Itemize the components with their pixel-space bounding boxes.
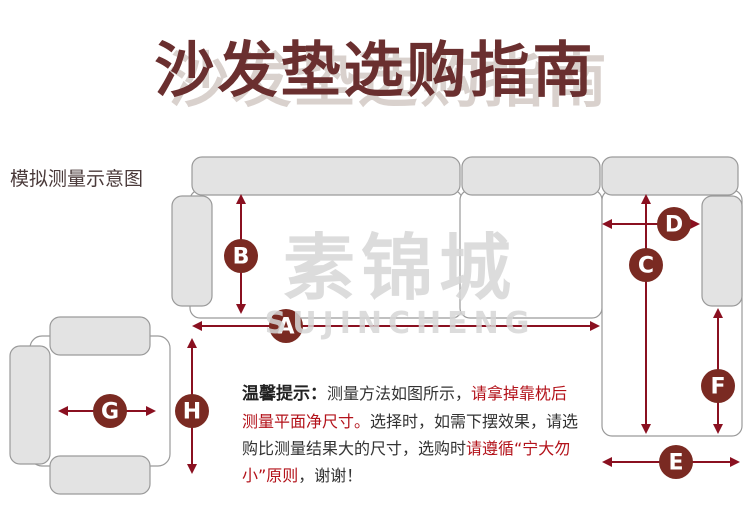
marker-d: D bbox=[657, 207, 691, 241]
marker-h: H bbox=[175, 394, 209, 428]
measurement-tip: 温馨提示：测量方法如图所示，请拿掉靠枕后测量平面净尺寸。选择时，如需下摆效果，请… bbox=[242, 380, 582, 489]
arrow-a bbox=[192, 321, 600, 331]
marker-b-label: B bbox=[233, 245, 250, 270]
tip-text-4-highlight: 请遵循“宁大勿小”原则 bbox=[242, 439, 571, 485]
marker-g: G bbox=[93, 394, 127, 428]
seat-middle bbox=[459, 189, 603, 319]
tip-text-5: ，谢谢！ bbox=[298, 466, 363, 485]
marker-f: F bbox=[701, 369, 735, 403]
page-title-shadow: 沙发垫选购指南 bbox=[168, 46, 610, 116]
marker-c-label: C bbox=[638, 254, 654, 279]
armchair-back bbox=[9, 345, 51, 465]
tip-heading: 温馨提示： bbox=[242, 384, 327, 404]
tip-text-3: 选择时，如需下摆效果，请选购比测量结果大的尺寸，选购时 bbox=[242, 412, 579, 458]
armrest-left bbox=[171, 195, 213, 307]
marker-c: C bbox=[629, 248, 663, 282]
back-cushion-middle bbox=[461, 156, 601, 196]
page-title-block: 沙发垫选购指南 沙发垫选购指南 bbox=[0, 12, 750, 116]
marker-e-label: E bbox=[668, 451, 683, 476]
armchair-arm-top bbox=[49, 316, 151, 356]
armchair-arm-bottom bbox=[49, 455, 151, 495]
armrest-right bbox=[701, 195, 743, 307]
marker-d-label: D bbox=[665, 213, 683, 238]
back-cushion-left bbox=[191, 156, 461, 196]
arrow-c bbox=[641, 194, 651, 434]
marker-f-label: F bbox=[710, 375, 725, 400]
back-cushion-right bbox=[601, 156, 739, 196]
marker-a: A bbox=[269, 309, 303, 343]
tip-text-1: 测量方法如图所示， bbox=[327, 384, 472, 403]
marker-g-label: G bbox=[101, 400, 119, 425]
marker-b: B bbox=[224, 239, 258, 273]
tip-text-2-highlight: 请拿掉靠枕后测量平面净尺寸。 bbox=[242, 384, 568, 431]
diagram-label: 模拟测量示意图 bbox=[10, 168, 144, 190]
page-title: 沙发垫选购指南 bbox=[154, 36, 596, 106]
marker-h-label: H bbox=[183, 400, 201, 425]
marker-a-label: A bbox=[277, 315, 294, 340]
marker-e: E bbox=[659, 445, 693, 479]
